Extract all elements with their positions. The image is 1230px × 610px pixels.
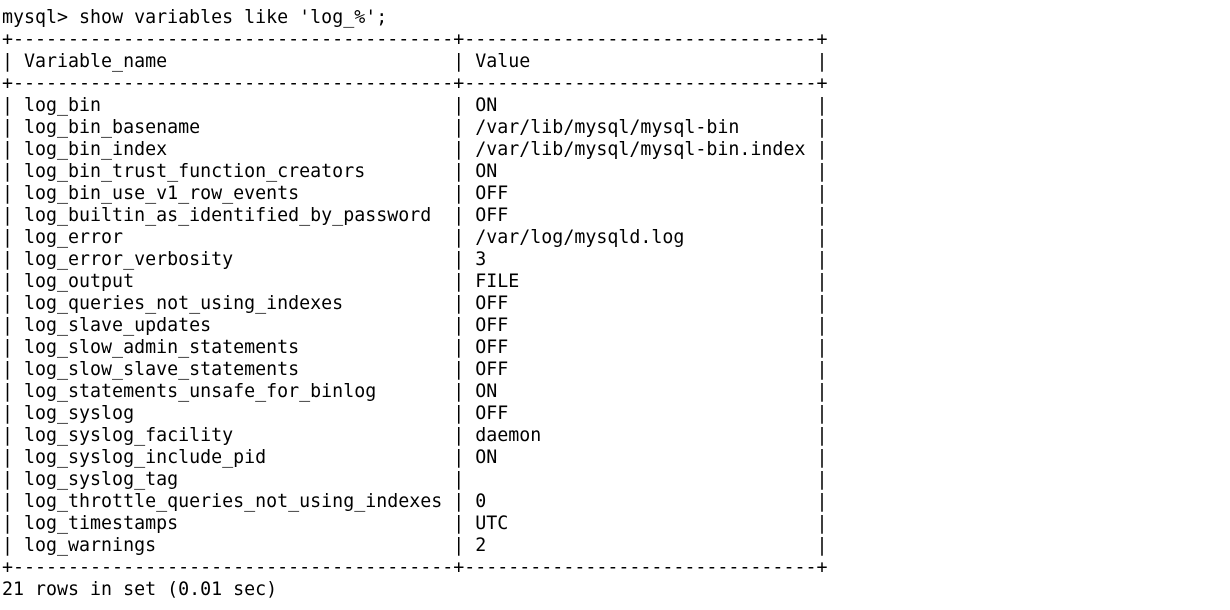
table-row: | log_syslog_include_pid | ON | xyxy=(2,447,828,468)
result-table: +---------------------------------------… xyxy=(2,29,1230,579)
table-row: | log_bin_use_v1_row_events | OFF | xyxy=(2,183,828,204)
table-header-row: | Variable_name | Value | xyxy=(2,51,828,72)
table-row: | log_queries_not_using_indexes | OFF | xyxy=(2,293,828,314)
table-row: | log_bin_index | /var/lib/mysql/mysql-b… xyxy=(2,139,828,160)
table-row: | log_throttle_queries_not_using_indexes… xyxy=(2,491,828,512)
mysql-prompt: mysql> xyxy=(2,7,69,28)
table-border-bottom: +---------------------------------------… xyxy=(2,557,828,578)
table-border-header: +---------------------------------------… xyxy=(2,73,828,94)
table-row: | log_error_verbosity | 3 | xyxy=(2,249,828,270)
table-row: | log_slow_admin_statements | OFF | xyxy=(2,337,828,358)
table-row: | log_syslog_facility | daemon | xyxy=(2,425,828,446)
table-row: | log_bin_trust_function_creators | ON | xyxy=(2,161,828,182)
command-line: mysql> show variables like 'log_%'; xyxy=(2,7,1230,29)
table-row: | log_bin_basename | /var/lib/mysql/mysq… xyxy=(2,117,828,138)
table-row: | log_syslog | OFF | xyxy=(2,403,828,424)
table-row: | log_output | FILE | xyxy=(2,271,828,292)
table-row: | log_slow_slave_statements | OFF | xyxy=(2,359,828,380)
command-text: show variables like 'log_%'; xyxy=(79,7,388,28)
table-row: | log_slave_updates | OFF | xyxy=(2,315,828,336)
table-row: | log_error | /var/log/mysqld.log | xyxy=(2,227,828,248)
table-row: | log_syslog_tag | | xyxy=(2,469,828,490)
table-row: | log_bin | ON | xyxy=(2,95,828,116)
status-line: 21 rows in set (0.01 sec) xyxy=(2,579,278,600)
table-row: | log_warnings | 2 | xyxy=(2,535,828,556)
table-row: | log_builtin_as_identified_by_password … xyxy=(2,205,828,226)
table-border-top: +---------------------------------------… xyxy=(2,29,828,50)
table-row: | log_timestamps | UTC | xyxy=(2,513,828,534)
table-row: | log_statements_unsafe_for_binlog | ON … xyxy=(2,381,828,402)
